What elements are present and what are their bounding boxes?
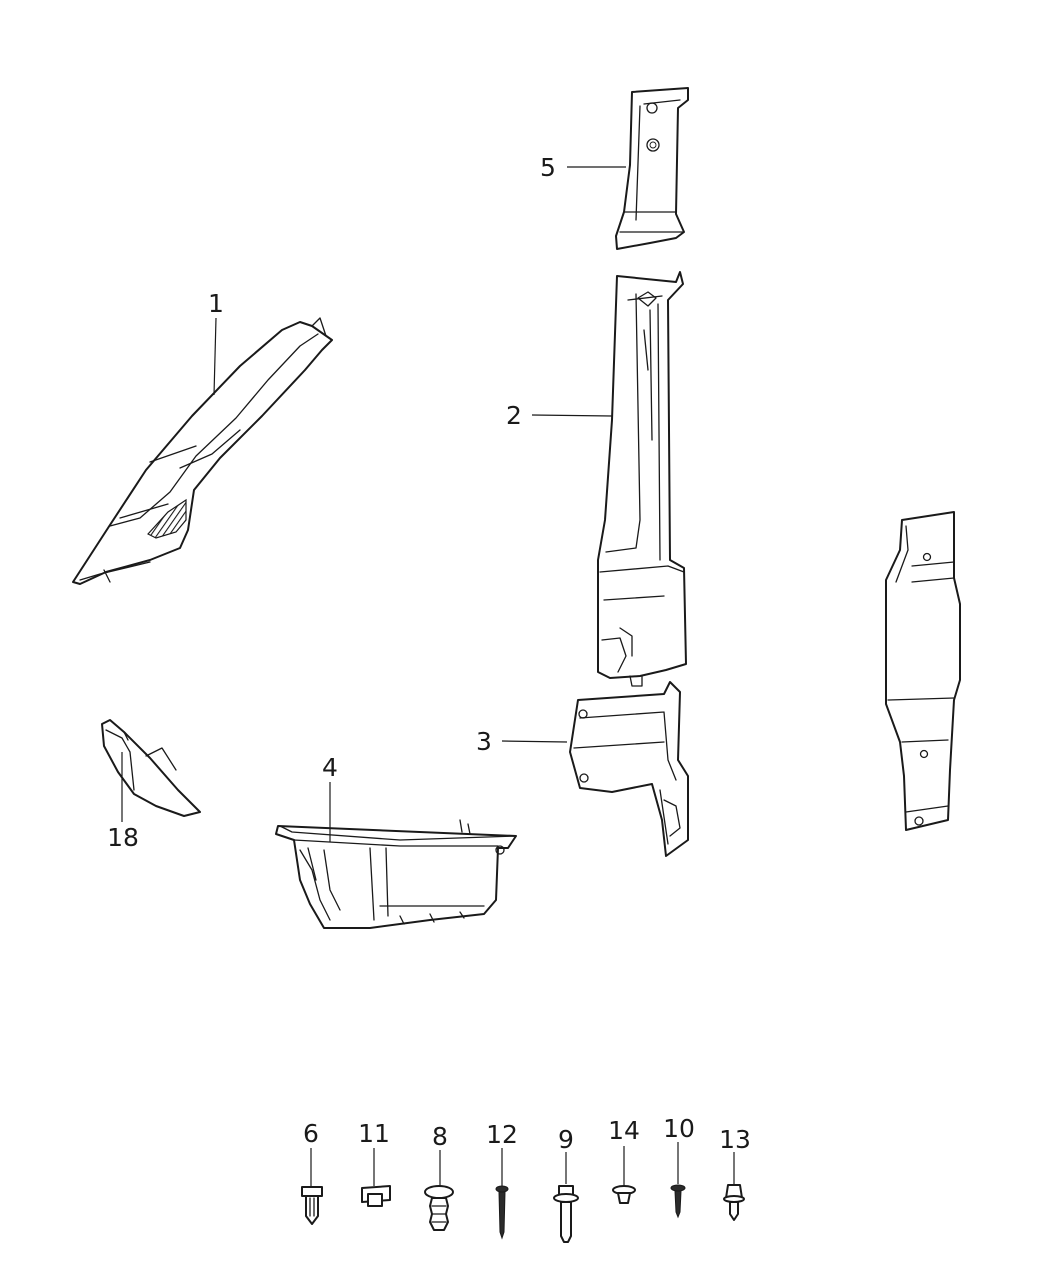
part-5-upper-pillar-trim	[615, 87, 689, 250]
fastener-10-screw	[670, 1184, 686, 1219]
leader-2	[531, 414, 613, 417]
part-2-lower-pillar-trim	[597, 271, 687, 687]
callout-5: 5	[540, 153, 556, 182]
callout-4: 4	[322, 753, 338, 782]
fastener-14-clip	[612, 1185, 636, 1204]
fastener-13-hex-bolt	[723, 1184, 745, 1221]
callout-11: 11	[358, 1119, 390, 1148]
fastener-11-clip-nut	[361, 1185, 391, 1207]
leader-lines	[121, 166, 735, 1186]
callout-3: 3	[476, 727, 492, 756]
fastener-9-shoulder-bolt	[553, 1185, 579, 1243]
part-side-panel	[885, 511, 961, 831]
callout-9: 9	[558, 1125, 574, 1154]
part-18-end-cap	[101, 719, 201, 817]
callout-12: 12	[486, 1120, 518, 1149]
fastener-8-christmas-tree-clip	[424, 1185, 454, 1231]
callout-1: 1	[208, 289, 224, 318]
leader-3	[501, 740, 568, 743]
part-3-pillar-extension	[569, 681, 689, 857]
callout-10: 10	[663, 1114, 695, 1143]
leader-1	[213, 317, 217, 396]
callout-13: 13	[719, 1125, 751, 1154]
fastener-6-push-pin	[301, 1186, 323, 1225]
fastener-12-screw	[495, 1185, 509, 1240]
callout-2: 2	[506, 401, 522, 430]
part-1-a-pillar-trim	[72, 317, 333, 585]
callout-8: 8	[432, 1122, 448, 1151]
callout-14: 14	[608, 1116, 640, 1145]
callout-labels: 5 1 2 3 4 18 6 11 8 12 9 14 10 13	[107, 153, 751, 1154]
part-4-storage-bin	[275, 819, 517, 929]
callout-18: 18	[107, 823, 139, 852]
callout-6: 6	[303, 1119, 319, 1148]
